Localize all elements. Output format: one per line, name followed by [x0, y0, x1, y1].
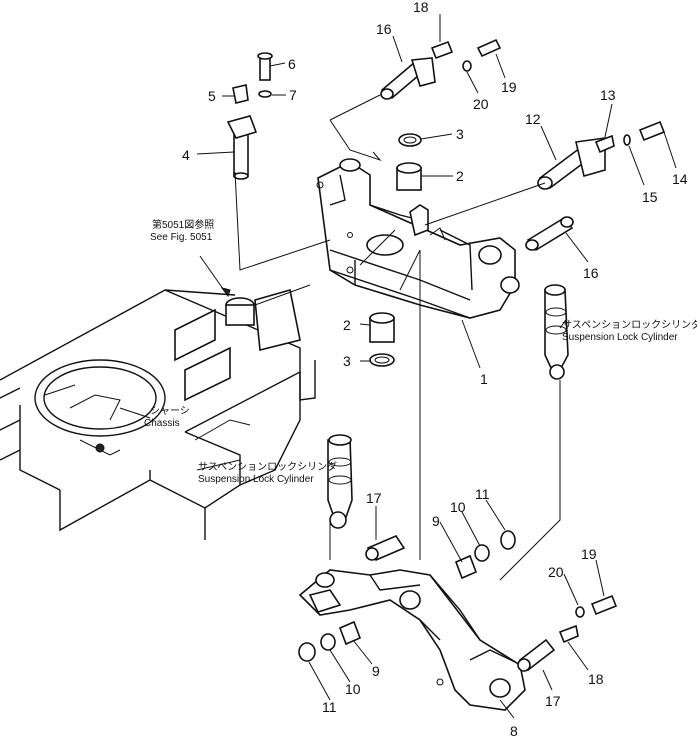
- see-fig-caption-jp: 第5051図参照: [152, 218, 214, 231]
- cylinder-caption-left-jp: サスペンションロックシリンダ: [198, 460, 337, 473]
- callout-10: 10: [450, 499, 466, 515]
- chassis-caption-jp: シャーシ: [150, 406, 190, 417]
- captions: 第5051図参照 See Fig. 5051 シャーシ Chassis サスペン…: [144, 218, 697, 485]
- callout-16: 16: [583, 265, 599, 281]
- cylinder-caption-right-jp: サスペンションロックシリンダ: [562, 318, 697, 331]
- callout-17: 17: [366, 490, 382, 506]
- callout-10: 10: [345, 681, 361, 697]
- cylinder-caption-left-en: Suspension Lock Cylinder: [198, 474, 314, 485]
- callout-13: 13: [600, 87, 616, 103]
- callout-18: 18: [588, 671, 604, 687]
- see-fig-caption-en: See Fig. 5051: [150, 232, 213, 243]
- callout-3: 3: [456, 126, 464, 142]
- callout-2: 2: [343, 317, 351, 333]
- assembly-lines: [119, 14, 677, 719]
- callout-4: 4: [182, 147, 190, 163]
- callout-20: 20: [473, 96, 489, 112]
- chassis-drawing: [0, 255, 316, 540]
- suspension-lock-cylinder-right: [544, 284, 569, 380]
- callout-9: 9: [432, 513, 440, 529]
- callout-11: 11: [322, 699, 337, 715]
- callout-16: 16: [376, 21, 392, 37]
- callout-5: 5: [208, 88, 216, 104]
- callout-8: 8: [510, 723, 518, 739]
- callout-20: 20: [548, 564, 564, 580]
- frame-part-1: [316, 158, 520, 319]
- callout-6: 6: [288, 56, 296, 72]
- callout-19: 19: [581, 546, 597, 562]
- callout-7: 7: [289, 87, 297, 103]
- callout-9: 9: [372, 663, 380, 679]
- arm-part-8: [298, 569, 526, 711]
- callout-12: 12: [525, 111, 541, 127]
- callout-3: 3: [343, 353, 351, 369]
- callout-labels: 16 18 6 5 7 4 20 19 3 2 13 12 14 15 16 2…: [182, 0, 688, 739]
- callout-19: 19: [501, 79, 517, 95]
- callout-14: 14: [672, 171, 688, 187]
- chassis-caption-en: Chassis: [144, 418, 180, 429]
- callout-2: 2: [456, 168, 464, 184]
- callout-15: 15: [642, 189, 658, 205]
- callout-11: 11: [475, 486, 490, 502]
- callout-1: 1: [480, 371, 488, 387]
- cylinder-caption-right-en: Suspension Lock Cylinder: [562, 332, 678, 343]
- callout-17: 17: [545, 693, 561, 709]
- small-parts: [226, 38, 666, 672]
- suspension-lock-cylinder-left: [327, 434, 353, 529]
- callout-18: 18: [413, 0, 429, 15]
